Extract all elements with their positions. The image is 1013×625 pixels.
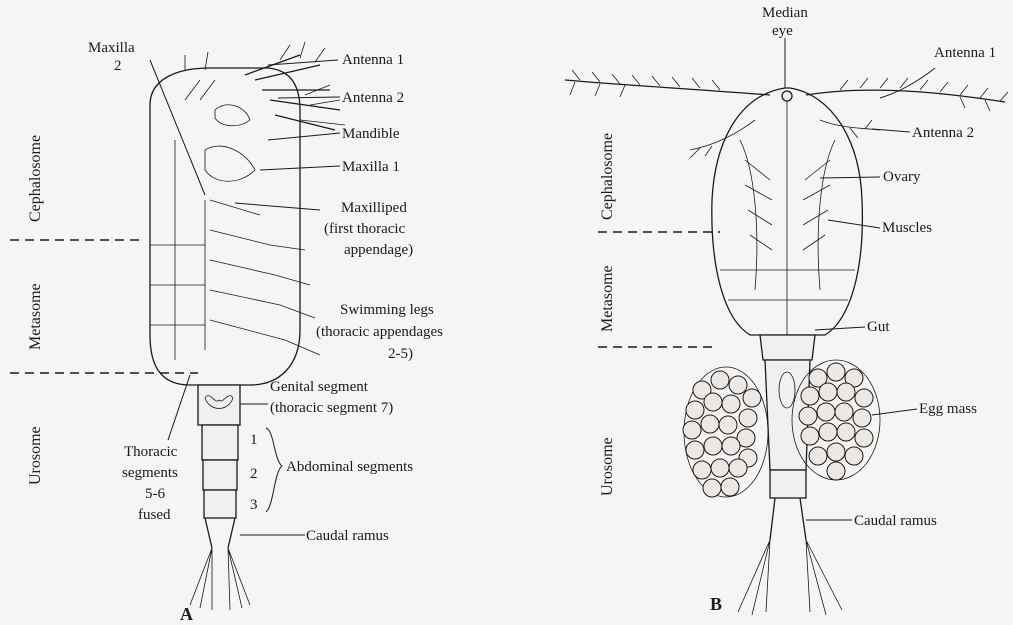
label-maxilliped-line3: appendage) — [344, 242, 413, 258]
region-metasome-a: Metasome — [27, 283, 44, 350]
label-maxilla2-line1: Maxilla — [88, 40, 135, 56]
label-abd-num2: 2 — [250, 466, 258, 482]
region-urosome-a: Urosome — [27, 426, 44, 485]
label-thoracic-line1: Thoracic — [124, 444, 178, 460]
label-swimming-line1: Swimming legs — [340, 302, 434, 318]
figure-b-labels: Cephalosome Metasome Urosome Median eye … — [599, 5, 996, 614]
label-antenna1-b: Antenna 1 — [934, 45, 996, 61]
figure-a-labels: Cephalosome Metasome Urosome Maxilla 2 A… — [27, 40, 443, 624]
label-mandible: Mandible — [342, 126, 400, 142]
region-urosome-b: Urosome — [599, 437, 616, 496]
figure-letter-a: A — [180, 604, 193, 624]
region-cephalosome-a: Cephalosome — [27, 135, 44, 222]
label-caudal-ramus-b: Caudal ramus — [854, 513, 937, 529]
region-metasome-b: Metasome — [599, 265, 616, 332]
label-swimming-line2: (thoracic appendages — [316, 324, 443, 340]
label-thoracic-line4: fused — [138, 507, 171, 523]
label-maxilliped-line2: (first thoracic — [324, 221, 406, 237]
label-abd-num3: 3 — [250, 497, 258, 513]
figure-a-drawing — [10, 42, 345, 610]
figure-letter-b: B — [710, 594, 722, 614]
label-ovary: Ovary — [883, 169, 921, 185]
label-caudal-ramus-a: Caudal ramus — [306, 528, 389, 544]
label-thoracic-line3: 5-6 — [145, 486, 165, 502]
label-gut: Gut — [867, 319, 890, 335]
label-genital-line1: Genital segment — [270, 379, 369, 395]
label-median-eye-line1: Median — [762, 5, 808, 21]
label-genital-line2: (thoracic segment 7) — [270, 400, 393, 416]
label-abdominal-segments: Abdominal segments — [286, 459, 413, 475]
label-abd-num1: 1 — [250, 432, 258, 448]
region-cephalosome-b: Cephalosome — [599, 133, 616, 220]
label-maxilla2-line2: 2 — [114, 58, 122, 74]
label-median-eye-line2: eye — [772, 23, 793, 39]
label-antenna1-a: Antenna 1 — [342, 52, 404, 68]
label-swimming-line3: 2-5) — [388, 346, 413, 362]
label-antenna2-b: Antenna 2 — [912, 125, 974, 141]
egg-mass-left — [683, 367, 768, 497]
label-thoracic-line2: segments — [122, 465, 178, 481]
label-antenna2-a: Antenna 2 — [342, 90, 404, 106]
label-muscles: Muscles — [882, 220, 932, 236]
label-maxilla1: Maxilla 1 — [342, 159, 400, 175]
label-egg-mass: Egg mass — [919, 401, 977, 417]
label-maxilliped-line1: Maxilliped — [341, 200, 407, 216]
